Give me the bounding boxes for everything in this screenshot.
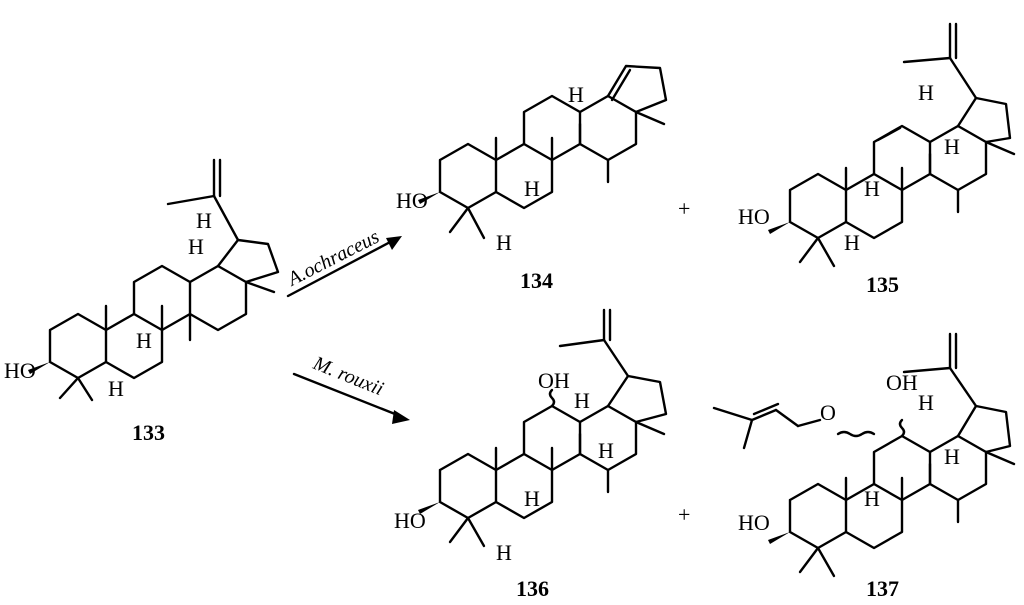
atom-label-h: H: [136, 328, 152, 353]
compound-134-label: 134: [520, 268, 553, 293]
compound-133-structure: HO H H H H: [4, 158, 280, 402]
reagent-top: A.ochraceus: [283, 226, 384, 292]
reagent-bottom: M. rouxii: [309, 352, 387, 400]
atom-label-ho: HO: [738, 204, 770, 229]
atom-label-h: H: [844, 230, 860, 255]
atom-label-h: H: [108, 376, 124, 401]
atom-label-h: H: [944, 444, 960, 469]
atom-label-ho: HO: [394, 508, 426, 533]
compound-137-structure: HO O OH H H H: [712, 332, 1016, 578]
atom-label-h: H: [196, 208, 212, 233]
atom-label-ho: HO: [4, 358, 36, 383]
compound-135-label: 135: [866, 272, 899, 297]
compound-134-structure: HO H H H: [396, 64, 668, 255]
compound-137-label: 137: [866, 576, 899, 601]
atom-label-h: H: [574, 388, 590, 413]
atom-label-h: H: [496, 540, 512, 565]
compound-136-label: 136: [516, 576, 549, 601]
atom-label-ho: HO: [396, 188, 428, 213]
plus-sign-bottom: +: [678, 502, 690, 527]
atom-label-oh: OH: [538, 368, 570, 393]
compound-136-structure: HO OH H H H H: [394, 308, 668, 565]
arrow-top: [286, 236, 402, 298]
plus-sign-top: +: [678, 196, 690, 221]
atom-label-oh: OH: [886, 370, 918, 395]
atom-label-ho: HO: [738, 510, 770, 535]
atom-label-h: H: [524, 176, 540, 201]
atom-label-h: H: [944, 134, 960, 159]
atom-label-h: H: [524, 486, 540, 511]
arrow-bottom: [292, 372, 410, 424]
atom-label-h: H: [188, 234, 204, 259]
atom-label-h: H: [918, 390, 934, 415]
atom-label-h: H: [568, 82, 584, 107]
atom-label-h: H: [496, 230, 512, 255]
atom-label-h: H: [598, 438, 614, 463]
atom-label-o: O: [820, 400, 836, 425]
compound-133-label: 133: [132, 420, 165, 445]
atom-label-h: H: [864, 486, 880, 511]
compound-135-structure: HO H H H H: [738, 22, 1016, 268]
atom-label-h: H: [864, 176, 880, 201]
atom-label-h: H: [918, 80, 934, 105]
